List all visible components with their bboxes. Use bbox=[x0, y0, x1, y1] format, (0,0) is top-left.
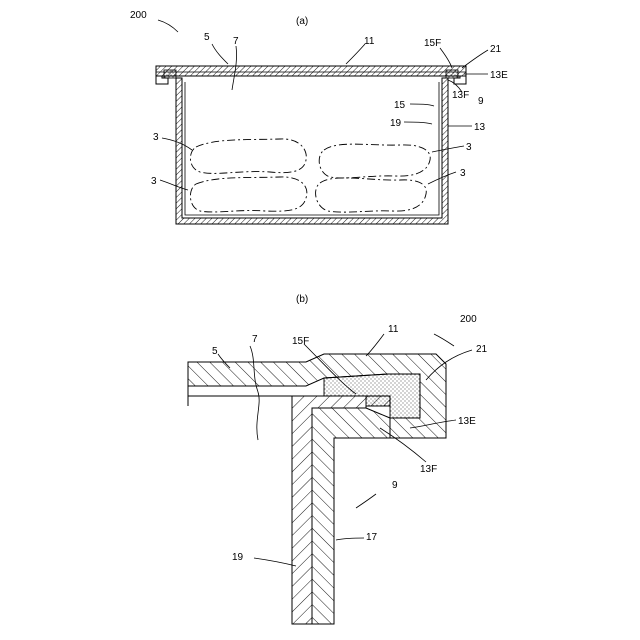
label-3: 3 bbox=[153, 132, 159, 143]
label-15: 15 bbox=[394, 100, 406, 111]
label-11: 11 bbox=[364, 36, 375, 47]
label-3: 3 bbox=[460, 168, 466, 179]
wall-inner bbox=[312, 408, 390, 624]
label-9: 9 bbox=[478, 96, 484, 107]
label-19: 19 bbox=[232, 552, 244, 563]
label-13E: 13E bbox=[490, 70, 508, 81]
container-outer-walls bbox=[176, 78, 448, 224]
lid bbox=[156, 66, 466, 84]
label-13E: 13E bbox=[458, 416, 476, 427]
contents bbox=[190, 139, 430, 212]
air-layer-line bbox=[250, 346, 259, 440]
label-3: 3 bbox=[151, 176, 157, 187]
label-200: 200 bbox=[460, 314, 477, 325]
label-15F: 15F bbox=[424, 38, 441, 49]
label-13F: 13F bbox=[452, 90, 469, 101]
label-17: 17 bbox=[366, 532, 378, 543]
label-7: 7 bbox=[233, 36, 239, 47]
label-15F: 15F bbox=[292, 336, 309, 347]
label-5: 5 bbox=[212, 346, 218, 357]
label-13F: 13F bbox=[420, 464, 437, 475]
label-19: 19 bbox=[390, 118, 402, 129]
label-13: 13 bbox=[474, 122, 486, 133]
content-item bbox=[190, 177, 306, 212]
label-200: 200 bbox=[130, 10, 147, 21]
label-11: 11 bbox=[388, 324, 399, 335]
content-item bbox=[319, 144, 430, 178]
label-21: 21 bbox=[490, 44, 502, 55]
figure-a-caption: (a) bbox=[296, 16, 308, 27]
label-7: 7 bbox=[252, 334, 258, 345]
content-item bbox=[316, 178, 427, 212]
figure-a: (a) bbox=[130, 10, 508, 224]
label-21: 21 bbox=[476, 344, 488, 355]
label-9: 9 bbox=[392, 480, 398, 491]
figure-b-caption: (b) bbox=[296, 294, 308, 305]
label-3: 3 bbox=[466, 142, 472, 153]
figure-b: (b) bbox=[188, 294, 488, 624]
content-item bbox=[190, 139, 306, 173]
label-5: 5 bbox=[204, 32, 210, 43]
